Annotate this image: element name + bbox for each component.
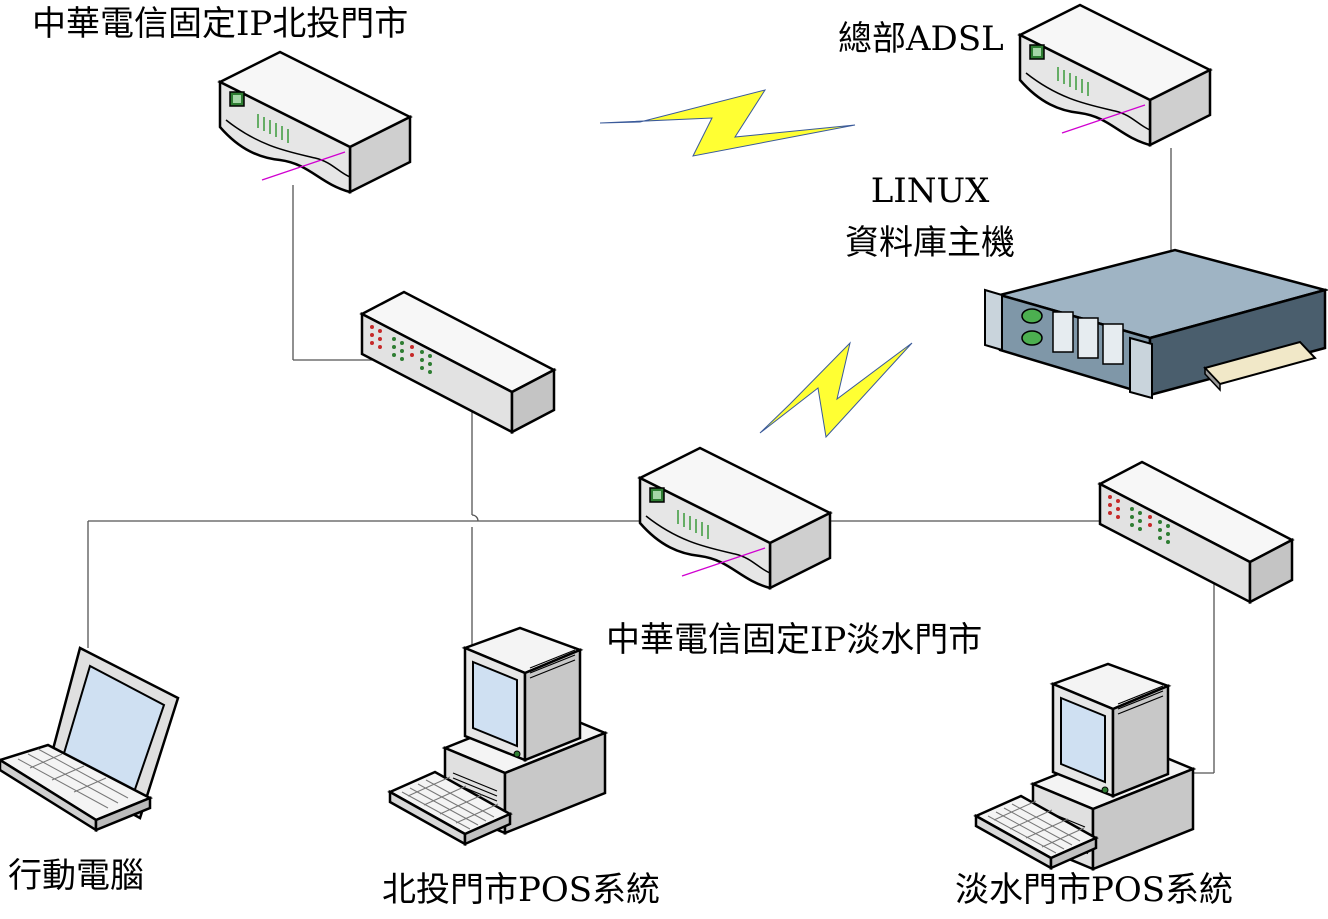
laptop-icon <box>0 646 180 833</box>
connection-lines <box>87 148 1215 774</box>
tamsui-pos-label: 淡水門市POS系統 <box>955 870 1234 910</box>
lightning-link-icon <box>759 341 913 439</box>
rack-server-icon <box>984 248 1328 400</box>
tamsui-router-label: 中華電信固定IP淡水門市 <box>606 620 983 660</box>
hq-adsl-label: 總部ADSL <box>838 19 1004 59</box>
linux-server-label-line1: LINUX <box>870 171 990 211</box>
router-icon <box>1018 3 1212 147</box>
beitou-pos-label: 北投門市POS系統 <box>382 870 661 910</box>
router-icon <box>638 446 832 590</box>
laptop-label: 行動電腦 <box>8 856 144 896</box>
switch-icon <box>360 290 556 434</box>
lightning-link-icon <box>599 89 856 157</box>
beitou-router-label: 中華電信固定IP北投門市 <box>32 4 409 44</box>
switch-icon <box>1098 460 1294 604</box>
linux-server-label-line2: 資料庫主機 <box>845 223 1015 263</box>
router-icon <box>218 50 412 194</box>
